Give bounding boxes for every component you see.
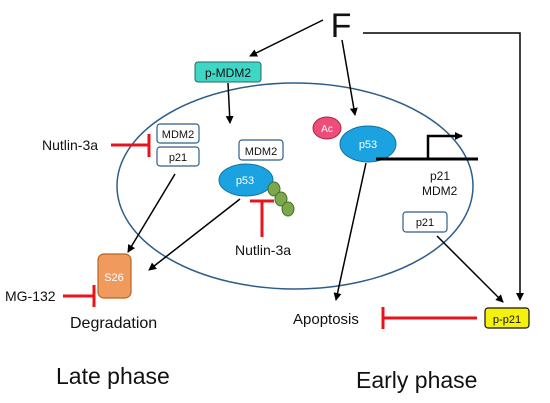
p21-late-box <box>156 146 200 167</box>
factor-label: F <box>331 7 352 45</box>
arrow-late-to-s26 <box>127 173 176 253</box>
arrow-f-to-p-p21 <box>363 32 524 301</box>
ubiquitin-1 <box>267 181 281 197</box>
arrow-p21-to-p-p21 <box>436 235 504 303</box>
p-p21-box <box>484 307 530 329</box>
p53-late-label: p53 <box>236 175 254 187</box>
p53-early-oval <box>339 125 397 163</box>
p-mdm2-label: p-MDM2 <box>205 66 251 80</box>
p-p21-label: p-p21 <box>493 314 521 326</box>
nutlin-top-label: Nutlin-3a <box>42 137 98 153</box>
ac-label: Ac <box>321 124 333 135</box>
gene-p21-label: p21 <box>430 169 450 183</box>
mg132-label: MG-132 <box>5 288 56 304</box>
late-phase-label: Late phase <box>56 363 170 389</box>
nutlin-bottom-label: Nutlin-3a <box>235 242 291 258</box>
p53-late-oval <box>218 163 274 197</box>
p21-early-label: p21 <box>416 217 434 229</box>
arrow-p53-to-apoptosis <box>333 162 367 301</box>
s26-label: S26 <box>104 272 124 284</box>
mdm2-late-label: MDM2 <box>162 129 194 141</box>
cell-membrane <box>116 82 474 290</box>
arrow-p-mdm2-to-complex <box>225 82 234 124</box>
p-mdm2-box <box>194 61 262 83</box>
p21-early-box <box>402 211 448 233</box>
arrow-complex-to-s26 <box>148 198 241 271</box>
arrow-f-to-p-mdm2 <box>249 19 324 57</box>
p53-early-label: p53 <box>359 139 377 151</box>
s26-proteasome <box>97 253 132 299</box>
mdm2-late-box <box>156 123 200 144</box>
ubiquitin-3 <box>281 201 295 217</box>
transcription-start-arrow <box>426 132 463 159</box>
apoptosis-label: Apoptosis <box>293 311 359 328</box>
ubiquitin-2 <box>274 191 288 207</box>
arrow-f-to-p53-early <box>341 39 358 116</box>
mdm2-complex-label: MDM2 <box>245 146 277 158</box>
early-phase-label: Early phase <box>356 367 477 393</box>
mdm2-complex-box <box>238 139 284 161</box>
degradation-label: Degradation <box>70 315 157 332</box>
p21-late-label: p21 <box>169 152 187 164</box>
ac-modification <box>312 116 342 140</box>
gene-mdm2-label: MDM2 <box>422 184 458 198</box>
